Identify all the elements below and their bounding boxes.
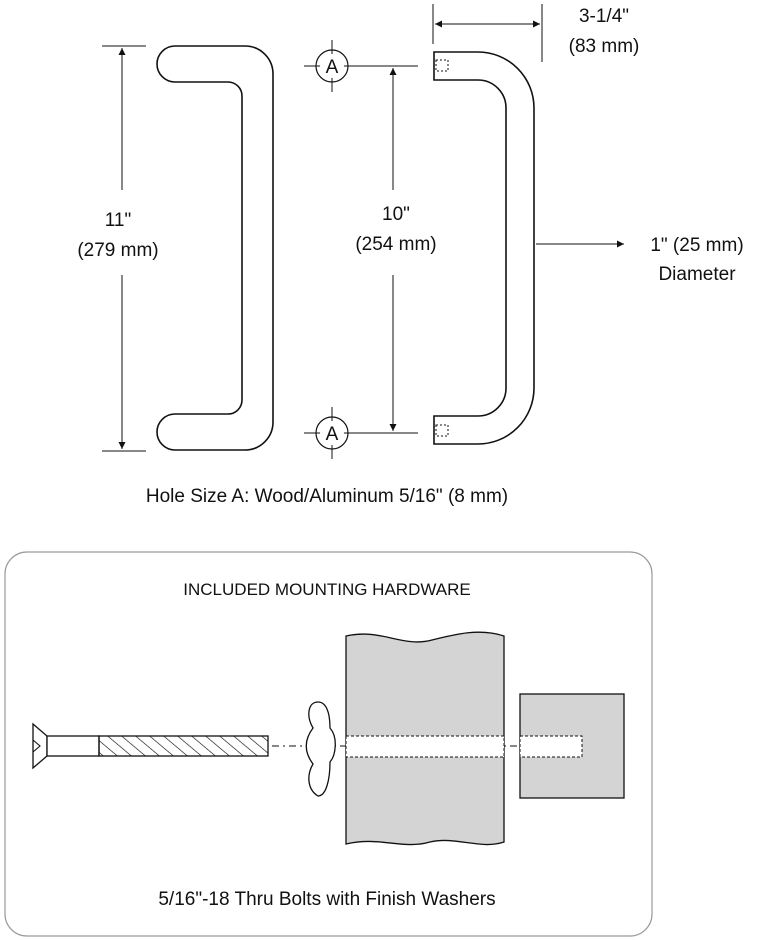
- front-height-in: 11": [105, 210, 131, 231]
- bolt-head-slot: [32, 739, 41, 753]
- hole-marker-bottom-label: A: [326, 424, 339, 445]
- stud-hole-bottom: [435, 424, 449, 437]
- hardware-title: INCLUDED MOUNTING HARDWARE: [183, 580, 470, 599]
- projection-mm: (83 mm): [569, 36, 640, 57]
- bolt: [32, 722, 269, 770]
- center-mm: (254 mm): [355, 234, 436, 255]
- projection-in: 3-1/4": [579, 6, 629, 27]
- finish-washer: [305, 701, 336, 797]
- diameter-line2: Diameter: [658, 264, 736, 285]
- hardware-panel: INCLUDED MOUNTING HARDWARE 5/16"-18 Thru…: [4, 551, 653, 937]
- hole-marker-top: A: [304, 40, 360, 92]
- handle-side-outline: [433, 51, 535, 445]
- side-view: 3-1/4" (83 mm) 10" (254 mm) A A 1" (25 m…: [304, 4, 744, 459]
- front-view: 11" (279 mm): [77, 45, 274, 452]
- front-height-mm: (279 mm): [77, 240, 158, 261]
- diameter-line1: 1" (25 mm): [650, 235, 743, 256]
- stud-hole-top: [435, 59, 449, 72]
- handle-base-tapped-hole: [519, 735, 583, 758]
- door-through-hole: [345, 735, 505, 758]
- bolt-shank: [46, 735, 100, 757]
- bolt-thread: [98, 735, 269, 757]
- hole-marker-top-label: A: [326, 57, 339, 78]
- hole-marker-bottom: A: [304, 407, 360, 459]
- hardware-caption: 5/16"-18 Thru Bolts with Finish Washers: [158, 889, 495, 910]
- center-in: 10": [382, 204, 410, 225]
- handle-front-outline: [156, 45, 274, 451]
- hole-size-caption: Hole Size A: Wood/Aluminum 5/16" (8 mm): [146, 486, 508, 507]
